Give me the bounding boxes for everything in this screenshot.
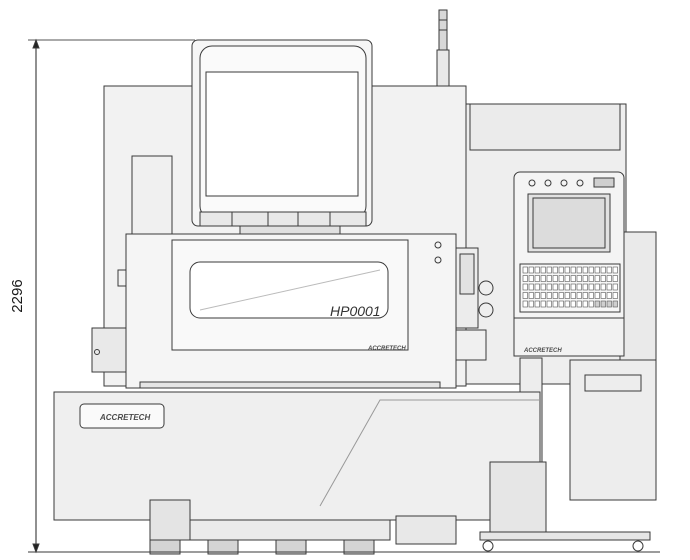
door-handle <box>455 247 494 361</box>
keyboard-key <box>528 283 534 291</box>
keyboard-key <box>552 275 558 282</box>
keyboard-key <box>570 275 576 282</box>
keyboard-key <box>564 300 570 308</box>
keyboard-key <box>606 275 612 282</box>
keyboard-key <box>582 275 588 282</box>
keyboard-key <box>612 275 618 282</box>
keyboard-key <box>570 266 576 274</box>
keyboard-key <box>534 300 540 308</box>
keyboard-key <box>582 292 588 299</box>
keyboard-key <box>612 292 618 299</box>
keyboard-key <box>522 266 528 274</box>
keyboard-key <box>582 283 588 291</box>
brand-label-base: ACCRETECH <box>99 413 150 422</box>
left-panel <box>131 155 173 237</box>
keyboard-key <box>558 283 564 291</box>
top-housing <box>191 39 373 235</box>
keyboard-key <box>522 275 528 282</box>
machine-base <box>53 391 547 533</box>
keyboard-key <box>594 300 600 308</box>
keyboard-key <box>600 292 606 299</box>
keyboard-key <box>576 300 582 308</box>
keyboard-key <box>588 300 594 308</box>
keyboard-key <box>612 266 618 274</box>
keyboard-key <box>582 266 588 274</box>
keyboard-key <box>540 275 546 282</box>
keyboard-key <box>570 283 576 291</box>
keyboard-key <box>594 292 600 299</box>
keyboard-key <box>528 266 534 274</box>
keyboard-key <box>576 292 582 299</box>
keyboard-key <box>594 266 600 274</box>
top-window <box>205 71 359 197</box>
keyboard-key <box>612 300 618 308</box>
keyboard-key <box>546 292 552 299</box>
keyboard-key <box>534 283 540 291</box>
keyboard-key <box>594 283 600 291</box>
brand-label-pendant: ACCRETECH <box>523 348 562 354</box>
keyboard-key <box>534 292 540 299</box>
keyboard-key <box>546 266 552 274</box>
keyboard-key <box>588 292 594 299</box>
keyboard-key <box>594 275 600 282</box>
keyboard-key <box>582 300 588 308</box>
keyboard-key <box>606 292 612 299</box>
keyboard-key <box>564 292 570 299</box>
keyboard-key <box>552 266 558 274</box>
keyboard-key <box>588 275 594 282</box>
keyboard-key <box>576 275 582 282</box>
keyboard-key <box>564 275 570 282</box>
keyboard-key <box>570 292 576 299</box>
keyboard-key <box>522 300 528 308</box>
right-side-box <box>619 231 657 373</box>
signal-tower-icon <box>436 9 450 87</box>
keyboard-key <box>570 300 576 308</box>
keyboard-key <box>540 283 546 291</box>
keyboard-key <box>546 283 552 291</box>
keyboard-key <box>558 266 564 274</box>
keyboard-key <box>606 283 612 291</box>
keyboard-key <box>576 283 582 291</box>
keyboard-key <box>540 266 546 274</box>
keyboard-key <box>528 300 534 308</box>
keyboard-key <box>606 266 612 274</box>
keyboard-key <box>552 283 558 291</box>
keyboard-key <box>540 300 546 308</box>
keyboard-key <box>576 266 582 274</box>
keyboard-key <box>600 283 606 291</box>
keyboard-key <box>612 283 618 291</box>
keyboard-key <box>528 275 534 282</box>
keyboard-key <box>606 300 612 308</box>
keyboard-key <box>558 292 564 299</box>
height-dimension-label: 2296 <box>9 279 26 312</box>
keyboard-key <box>534 266 540 274</box>
keyboard-key <box>588 283 594 291</box>
keyboard-key <box>564 266 570 274</box>
keyboard-key <box>588 266 594 274</box>
keyboard-key <box>552 292 558 299</box>
keyboard-key <box>528 292 534 299</box>
keyboard-key <box>546 300 552 308</box>
keyboard-key <box>600 275 606 282</box>
keyboard-key <box>552 300 558 308</box>
keyboard-key <box>546 275 552 282</box>
keyboard-key <box>540 292 546 299</box>
model-name: HP0001 <box>330 303 381 319</box>
keyboard-key <box>522 292 528 299</box>
front-door <box>125 233 457 389</box>
keyboard-key <box>564 283 570 291</box>
keyboard-key <box>558 275 564 282</box>
keyboard-key <box>558 300 564 308</box>
keyboard-key <box>522 283 528 291</box>
keyboard-key <box>534 275 540 282</box>
keyboard-key <box>600 266 606 274</box>
brand-label-door: ACCRETECH <box>367 346 406 352</box>
base-feet <box>149 499 651 555</box>
keyboard-key <box>600 300 606 308</box>
